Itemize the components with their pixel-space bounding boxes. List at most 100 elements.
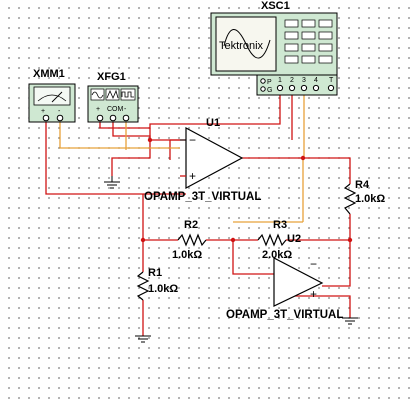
u2-minus-sign: −	[310, 257, 317, 271]
triangle-wave-icon	[106, 89, 119, 100]
meter-arc-icon	[37, 94, 67, 102]
scope-button[interactable]	[301, 43, 316, 52]
r3-ref: R3	[273, 219, 287, 231]
scope-buttons	[284, 19, 333, 64]
u2-model: OPAMP_3T_VIRTUAL	[226, 309, 343, 321]
opamp-u2[interactable]: U2 − + OPAMP_3T_VIRTUAL	[226, 233, 343, 321]
r3-value: 2.0kΩ	[262, 249, 292, 261]
waveform-icon	[223, 29, 271, 59]
r1-zigzag[interactable]	[136, 271, 150, 301]
xfg1-ref: XFG1	[97, 71, 126, 83]
xmm1-minus-label: -	[58, 108, 61, 115]
oscilloscope-xsc1[interactable]: XSC1 Tektronix P G 1 2 3 4 T	[210, 0, 338, 96]
scope-button[interactable]	[318, 31, 333, 40]
scope-button[interactable]	[301, 31, 316, 40]
u1-minus-sign: −	[189, 133, 196, 147]
wire-xmm-plus-to-u1-plus[interactable]	[45, 118, 186, 195]
xmm1-ref: XMM1	[33, 68, 65, 80]
scope-terminal-p[interactable]	[260, 78, 266, 84]
r1-ref: R1	[148, 267, 162, 279]
wire-xfg-plus-to-scope[interactable]	[99, 88, 281, 129]
junction-dots	[140, 137, 353, 243]
wire-xfg-com-ground[interactable]	[111, 118, 151, 176]
scope-terminal-ch2[interactable]	[288, 84, 296, 92]
r4-ref: R4	[355, 179, 370, 191]
junction-dot	[300, 155, 306, 161]
function-generator-xfg1[interactable]: XFG1 + COM -	[87, 71, 139, 123]
scope-button[interactable]	[284, 43, 299, 52]
wire-node-to-u2-minus[interactable]	[232, 240, 274, 275]
u1-triangle[interactable]	[185, 126, 244, 190]
u1-ref: U1	[206, 117, 220, 129]
scope-button[interactable]	[301, 19, 316, 28]
r2-value: 1.0kΩ	[172, 249, 202, 261]
scope-channel-label-3: 3	[302, 77, 306, 84]
r3-zigzag[interactable]	[257, 233, 287, 247]
resistor-r3[interactable]: R3 2.0kΩ	[257, 219, 292, 261]
scope-channel-label-1: 1	[278, 77, 282, 84]
u2-ref: U2	[287, 233, 301, 245]
xsc1-ref: XSC1	[261, 0, 290, 12]
xmm1-plus-label: +	[41, 108, 45, 115]
wire-xmm-minus[interactable]	[59, 118, 180, 149]
xfg1-com-label: COM	[107, 106, 124, 113]
opamp-u1[interactable]: U1 − + OPAMP_3T_VIRTUAL	[144, 117, 261, 203]
ground-r1	[135, 335, 151, 343]
r4-value: 1.0kΩ	[355, 193, 385, 205]
scope-side-label-p: P	[267, 79, 272, 86]
triangle-wave-button[interactable]	[105, 88, 120, 101]
wire-u1-minus-stub[interactable]	[169, 139, 186, 160]
ground-u2	[342, 317, 358, 325]
r1-value: 1.0kΩ	[148, 283, 178, 295]
scope-terminal-ch4[interactable]	[312, 84, 320, 92]
scope-brand: Tektronix	[219, 40, 264, 52]
square-wave-icon	[121, 91, 134, 98]
sine-wave-icon	[91, 91, 104, 99]
xfg1-minus-label: -	[124, 106, 127, 113]
orange-wires	[59, 88, 305, 223]
scope-side-label-g: G	[267, 87, 272, 94]
multimeter-display	[33, 86, 71, 106]
junction-dot	[230, 237, 236, 243]
scope-button[interactable]	[284, 31, 299, 40]
scope-button[interactable]	[318, 43, 333, 52]
scope-channel-label-4: 4	[314, 77, 318, 84]
xfg1-com-terminal[interactable]	[109, 114, 117, 122]
scope-button[interactable]	[284, 19, 299, 28]
junction-dot	[347, 237, 353, 243]
wire-u1-out-to-r4[interactable]	[242, 157, 351, 184]
scope-terminal-ch1[interactable]	[276, 84, 284, 92]
r2-zigzag[interactable]	[177, 233, 207, 247]
xfg1-plus-label: +	[96, 106, 100, 113]
xfg1-plus-terminal[interactable]	[96, 114, 104, 122]
scope-button[interactable]	[318, 19, 333, 28]
u1-plus-sign: +	[189, 169, 196, 183]
wire-u2-plus-to-ground[interactable]	[274, 295, 351, 318]
resistor-r1[interactable]: R1 1.0kΩ	[136, 267, 178, 301]
scope-channel-label-t: T	[329, 77, 334, 84]
scope-terminal-g[interactable]	[260, 86, 266, 92]
xmm1-minus-terminal[interactable]	[56, 114, 64, 122]
junction-dot	[140, 237, 146, 243]
ground-xfg	[104, 176, 120, 189]
scope-button[interactable]	[284, 55, 299, 64]
scope-button[interactable]	[318, 55, 333, 64]
xmm1-plus-terminal[interactable]	[42, 114, 50, 122]
scope-terminal-trigger[interactable]	[327, 84, 335, 92]
multimeter-xmm1[interactable]: XMM1 + -	[28, 68, 76, 123]
scope-terminal-ch3[interactable]	[300, 84, 308, 92]
scope-channel-label-2: 2	[290, 77, 294, 84]
resistor-r4[interactable]: R4 1.0kΩ	[343, 179, 385, 215]
wire-u1-minus-to-xfg[interactable]	[149, 128, 180, 141]
wire-u2-out[interactable]	[322, 240, 351, 287]
u2-triangle[interactable]	[273, 257, 324, 307]
scope-button[interactable]	[301, 55, 316, 64]
r4-zigzag[interactable]	[343, 183, 357, 215]
u2-plus-sign: +	[310, 287, 317, 301]
r2-ref: R2	[184, 219, 198, 231]
resistor-r2[interactable]: R2 1.0kΩ	[172, 219, 207, 261]
meter-needle-icon	[51, 91, 63, 103]
xfg1-minus-terminal[interactable]	[122, 114, 130, 122]
u1-model: OPAMP_3T_VIRTUAL	[144, 191, 261, 203]
